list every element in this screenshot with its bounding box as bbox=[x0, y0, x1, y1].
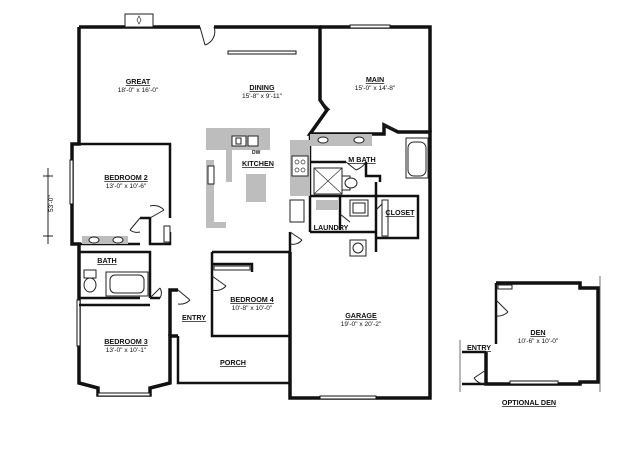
door-swings bbox=[129, 99, 397, 305]
bedroom2-label: BEDROOM 2 bbox=[104, 173, 148, 182]
great-door bbox=[199, 26, 216, 46]
overall-dimension-label: 53'-0" bbox=[48, 195, 55, 212]
dining-dim: 15'-8" x 9'-11" bbox=[242, 93, 283, 100]
great-dim: 18'-0" x 16'-0" bbox=[118, 87, 159, 94]
dishwasher-label: DW bbox=[252, 150, 261, 156]
den-label: DEN bbox=[530, 328, 545, 337]
laundry-label: LAUNDRY bbox=[314, 223, 349, 232]
bedroom3-label: BEDROOM 3 bbox=[104, 337, 148, 346]
mbath-label: M BATH bbox=[348, 155, 375, 164]
overall-dimension-line: 53'-0" bbox=[43, 168, 55, 244]
kitchen-label: KITCHEN bbox=[242, 159, 274, 168]
master-bath-fixtures bbox=[310, 134, 429, 195]
den-entry-label: ENTRY bbox=[467, 343, 491, 352]
bedroom4-dim: 10'-8" x 10'-0" bbox=[232, 305, 273, 312]
entry-label: ENTRY bbox=[182, 313, 206, 322]
garage-label: GARAGE bbox=[345, 311, 377, 320]
dining-label: DINING bbox=[249, 83, 275, 92]
garage-dim: 19'-0" x 20'-2" bbox=[341, 321, 382, 328]
den-dim: 10'-6" x 10'-0" bbox=[518, 338, 559, 345]
laundry-fixtures bbox=[316, 199, 389, 257]
optional-den: DEN 10'-6" x 10'-0" ENTRY OPTIONAL DEN bbox=[459, 276, 601, 407]
fireplace bbox=[124, 13, 154, 28]
bath-label: BATH bbox=[97, 256, 116, 265]
great-label: GREAT bbox=[126, 77, 151, 86]
bedroom2-dim: 13'-0" x 10'-6" bbox=[106, 183, 147, 190]
closet-label: CLOSET bbox=[385, 208, 415, 217]
bedroom3-dim: 13'-0" x 10'-1" bbox=[106, 347, 147, 354]
porch-label: PORCH bbox=[220, 358, 246, 367]
misc-fixtures bbox=[163, 225, 251, 271]
kitchen-fixtures: DW bbox=[206, 128, 310, 228]
bedroom4-label: BEDROOM 4 bbox=[230, 295, 274, 304]
main-label: MAIN bbox=[366, 75, 384, 84]
windows bbox=[69, 24, 391, 400]
optional-den-caption: OPTIONAL DEN bbox=[502, 398, 556, 407]
bath-fixtures bbox=[82, 236, 149, 297]
room-labels: GREAT 18'-0" x 16'-0" DINING 15'-8" x 9'… bbox=[97, 75, 415, 367]
main-dim: 15'-0" x 14'-8" bbox=[355, 85, 396, 92]
